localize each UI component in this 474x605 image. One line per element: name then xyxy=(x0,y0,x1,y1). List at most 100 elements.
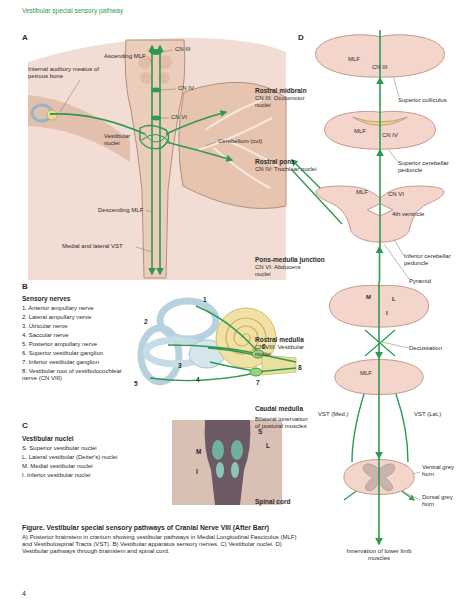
annotation-label: Vestibular nuclei xyxy=(104,133,144,147)
callout-label: Sensory nerves xyxy=(22,295,70,302)
section-heading: Rostral midbrain xyxy=(255,87,307,94)
annotation-label: VST (Lat.) xyxy=(414,411,441,418)
annotation-label: 8. Vestibular root of vestibulocochlear … xyxy=(22,368,132,382)
annotation-label: 4. Saccular nerve xyxy=(22,332,69,339)
pathway-connector xyxy=(379,150,381,185)
section-tract xyxy=(379,108,381,150)
section-tract xyxy=(379,185,381,247)
leader-line xyxy=(60,50,216,252)
cross-section: MLFCaudal medulla xyxy=(330,358,428,396)
nucleus-region xyxy=(216,462,224,478)
figure-caption: Figure. Vestibular special sensory pathw… xyxy=(22,524,302,532)
cross-section: MLFCN VI4th ventriclePons-medulla juncti… xyxy=(300,185,460,247)
annotation-label: CN III xyxy=(175,46,190,53)
annotation-label: Pyramid xyxy=(409,278,431,285)
nuclei-fibres xyxy=(142,134,170,142)
section-label: M xyxy=(366,294,371,301)
section-label: CN III xyxy=(372,64,387,71)
section-outline xyxy=(300,185,460,247)
annotation-label: Internal auditory meatus of petrous bone xyxy=(28,66,108,80)
page-header: Vestibular special sensory pathway xyxy=(22,7,123,14)
annotation-label: S. Superior vestibular nuclei xyxy=(22,445,97,452)
annotation-label: 5. Posterior ampullary nerve xyxy=(22,341,97,348)
lateral-vst xyxy=(396,394,408,462)
pathway-connector xyxy=(378,396,380,458)
callout-label: 2 xyxy=(144,318,148,325)
annotation-label: 3. Utricular nerve xyxy=(22,323,68,330)
section-heading: Spinal cord xyxy=(255,498,290,505)
nucleus-region xyxy=(231,440,243,460)
callout-label: 7 xyxy=(256,379,260,386)
cross-section: Spinal cord xyxy=(340,458,418,496)
brainstem-photo xyxy=(205,420,251,505)
annotation-label: Innervation of lower limb muscles xyxy=(344,548,414,562)
panel-letter: B xyxy=(22,282,28,291)
callout-label: 5 xyxy=(134,380,138,387)
decussation-fibres xyxy=(365,330,395,356)
cross-section: MLFCN IVRostral ponsCN IV: Trochlear nuc… xyxy=(318,108,442,150)
panel-letter: D xyxy=(298,33,304,42)
pathway-connector xyxy=(379,247,381,282)
annotation-label: Inferior cerebellar peduncle xyxy=(404,253,466,267)
callout-label: L xyxy=(266,442,270,449)
section-label: MLF xyxy=(360,370,372,377)
section-label: MLF xyxy=(348,56,360,63)
mlf-tract xyxy=(159,46,161,274)
callout-label: M xyxy=(196,448,201,455)
annotation-label: Bilateral innervation of postural muscle… xyxy=(255,416,313,430)
annotation-label: M. Medial vestibular nuclei xyxy=(22,463,93,470)
section-label: MLF xyxy=(354,128,366,135)
pathway-connector xyxy=(379,78,381,108)
annotation-label: Superior cerebellar peduncle xyxy=(398,160,460,174)
annotation-label: 1. Anterior ampullary nerve xyxy=(22,305,94,312)
annotation-label: CN IV xyxy=(178,85,194,92)
callout-label: I xyxy=(196,468,198,475)
section-tract xyxy=(378,458,380,496)
nucleus-region xyxy=(212,440,224,460)
section-label: I xyxy=(386,310,388,317)
cross-section: MLIRostral medullaCN VIII: Vestibular nu… xyxy=(320,282,438,328)
section-label: CN VI: Abducens nuclei xyxy=(255,264,317,278)
section-label: CN VIII: Vestibular nuclei xyxy=(255,344,317,358)
vestibular-nerve xyxy=(50,114,145,134)
annotation-label: L. Lateral vestibular (Deiter's) nuclei xyxy=(22,454,118,461)
callout-label: 8 xyxy=(298,364,302,371)
callout-label: 4 xyxy=(196,376,200,383)
pathway-connector xyxy=(378,328,380,358)
panel-letter: C xyxy=(22,421,28,430)
annotation-label: 4 xyxy=(22,590,26,598)
annotation-label: 2. Lateral ampullary nerve xyxy=(22,314,91,321)
annotation-label: Cerebellum (cut) xyxy=(218,138,262,145)
annotation-label: Decussation xyxy=(409,345,442,352)
annotation-label: VST (Med.) xyxy=(318,411,349,418)
motor-output xyxy=(378,496,380,544)
section-outline xyxy=(340,458,418,496)
petrous-ridge xyxy=(28,95,130,162)
section-outline xyxy=(310,30,450,78)
annotation-label: 6. Superior vestibular ganglion xyxy=(22,350,103,357)
section-label: L xyxy=(392,296,396,303)
annotation-label: CN VI xyxy=(171,114,187,121)
panel-letter: A xyxy=(22,33,28,42)
nucleus-region xyxy=(231,462,239,478)
callout-label: S xyxy=(258,428,262,435)
section-label: 4th ventricle xyxy=(392,211,424,218)
section-heading: Pons-medulla junction xyxy=(255,256,325,263)
annotation-label: Descending MLF xyxy=(98,207,143,214)
cross-section: MLFCN IIIRostral midbrainCN III: Oculomo… xyxy=(310,30,450,78)
section-outline xyxy=(318,108,442,150)
cerebellar-branch xyxy=(166,112,226,134)
cochlea xyxy=(47,110,57,120)
colliculus xyxy=(140,72,152,84)
photo-frame xyxy=(172,420,282,505)
cerebellum xyxy=(179,82,286,208)
annotation-label: Dorsal grey horn xyxy=(422,494,466,508)
section-tract xyxy=(379,30,381,78)
annotation-label: 7. Inferior vestibular ganglion xyxy=(22,359,99,366)
annotation-label: I. Inferior vestibular nuclei xyxy=(22,472,90,479)
section-tract xyxy=(378,282,380,328)
brainstem xyxy=(125,40,185,278)
callout-label: 1 xyxy=(203,296,207,303)
